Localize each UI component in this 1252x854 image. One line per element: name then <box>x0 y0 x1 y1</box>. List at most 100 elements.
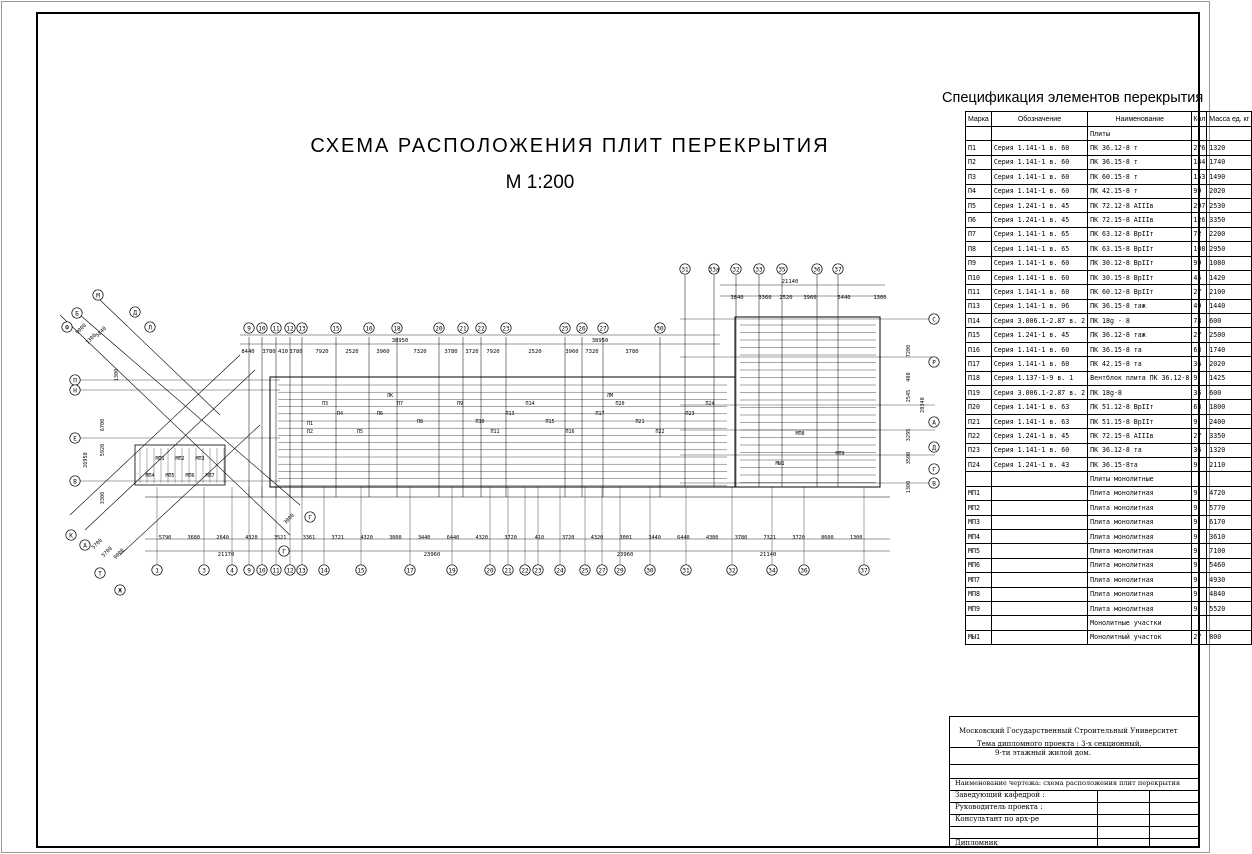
dimension-text: 1300 <box>114 369 120 382</box>
spec-cell: Монолитный участок <box>1087 629 1193 646</box>
spec-cell: 78 <box>1191 313 1208 329</box>
spec-cell <box>990 600 1089 617</box>
axis-bubble <box>596 564 608 576</box>
axis-label: 18 <box>393 325 401 332</box>
dimension-text: 9000 <box>75 323 88 336</box>
axis-label: 26 <box>578 325 586 332</box>
axis-bubble <box>71 307 83 319</box>
axis-label: 35 <box>778 266 786 273</box>
spec-cell <box>1206 615 1252 631</box>
axis-label: 32 <box>728 567 736 574</box>
spec-cell: МП4 <box>965 528 992 545</box>
slab-mark: МП2 <box>175 456 184 462</box>
right-wing-outline <box>734 316 881 488</box>
axis-label: 27 <box>599 325 607 332</box>
axis-bubble <box>433 322 445 334</box>
spec-cell: 2950 <box>1206 241 1252 257</box>
spec-cell: П18 <box>965 370 992 387</box>
dimension-text: 3840 <box>730 295 743 301</box>
spec-cell: 27 <box>1191 428 1208 444</box>
spec-cell: 49 <box>1191 298 1208 315</box>
spec-cell: 2020 <box>1206 183 1252 199</box>
axis-bubble <box>404 564 416 576</box>
spec-cell: 9 <box>1191 456 1208 473</box>
spec-cell: 276 <box>1191 140 1208 156</box>
spec-cell: 1440 <box>1206 298 1252 315</box>
slab-mark: П1 <box>307 421 313 427</box>
axis-bubble <box>284 564 296 576</box>
spec-cell: 3350 <box>1206 428 1252 444</box>
axis-bubble <box>579 564 591 576</box>
spec-cell: 9 <box>1191 370 1208 387</box>
dimension-text: 3960 <box>376 349 389 355</box>
spec-cell: 1490 <box>1206 169 1252 185</box>
axis-label: В <box>73 478 77 485</box>
dimension-text: 4320 <box>360 535 373 541</box>
dimension-text: 3780 <box>262 349 275 355</box>
dimension-text: 3295 <box>906 429 912 442</box>
spec-cell: ПК 36.15-8 т <box>1087 154 1193 171</box>
spec-cell: 9 <box>1191 586 1208 602</box>
axis-bubble <box>69 384 81 396</box>
axis-label: Ж <box>118 587 122 594</box>
slab-mark: П14 <box>525 401 534 407</box>
spec-cell <box>990 125 1089 142</box>
spec-cell: 1740 <box>1206 341 1252 358</box>
spec-cell: 27 <box>1191 629 1208 646</box>
spec-cell: Серия 1.141-1 в. 60 <box>990 284 1089 300</box>
project-theme-line2: 9-ти этажный жилой дом. <box>995 749 1091 757</box>
spec-cell: МП2 <box>965 500 992 516</box>
spec-title: Спецификация элементов перекрытия <box>942 90 1204 106</box>
axis-bubble <box>144 321 156 333</box>
axis-label: 14 <box>320 567 328 574</box>
axis-label: 15 <box>357 567 365 574</box>
spec-cell: МП9 <box>965 600 992 617</box>
diagonal-wing-outline <box>134 444 226 486</box>
overall-dimension-text: 38950 <box>392 338 409 344</box>
spec-cell: 126 <box>1191 212 1208 228</box>
axis-bubble <box>94 567 106 579</box>
axis-bubble <box>270 564 282 576</box>
spec-cell: 153 <box>1191 169 1208 185</box>
overall-dimension-text: 23960 <box>424 552 441 558</box>
dimension-text: 3720 <box>562 535 575 541</box>
spec-cell: 800 <box>1206 629 1252 646</box>
spec-cell: Серия 1.141-1 в. 60 <box>990 183 1089 199</box>
spec-cell: Серия 1.241-1 в. 45 <box>990 327 1089 343</box>
spec-cell: Серия 1.141-1 в. 60 <box>990 442 1089 458</box>
dimension-text: 5700 <box>91 538 104 551</box>
spec-cell: Серия 1.137-1-9 в. 1 <box>990 370 1089 387</box>
dimension-text: 3721 <box>332 535 345 541</box>
axis-label: Т <box>98 570 102 577</box>
slab-mark: П17 <box>595 411 604 417</box>
axis-label: С <box>932 316 936 323</box>
slab-mark: П9 <box>457 401 463 407</box>
spec-cell: 36 <box>1191 356 1208 372</box>
dimension-text: 7320 <box>585 349 598 355</box>
dimension-text: 4320 <box>476 535 489 541</box>
axis-label: 31 <box>681 266 689 273</box>
axis-bubble <box>708 263 720 275</box>
axis-bubble <box>484 564 496 576</box>
axis-bubble <box>446 564 458 576</box>
spec-cell: 72 <box>1191 226 1208 243</box>
dimension-text: 1300 <box>873 295 886 301</box>
slab-mark: П5 <box>357 429 363 435</box>
spec-cell: 6170 <box>1206 514 1252 530</box>
axis-label: 32 <box>732 266 740 273</box>
dimension-text: 6700 <box>100 419 106 432</box>
dimension-text: 7321 <box>764 535 777 541</box>
dimension-text: 2640 <box>216 535 229 541</box>
title-block-col-divider <box>1149 790 1150 848</box>
axis-bubble <box>61 321 73 333</box>
university-name: Московский Государственный Строительный … <box>959 727 1178 735</box>
spec-cell: 5770 <box>1206 500 1252 516</box>
spec-cell: Серия 1.141-1 в. 60 <box>990 255 1089 271</box>
axis-label: 24 <box>556 567 564 574</box>
